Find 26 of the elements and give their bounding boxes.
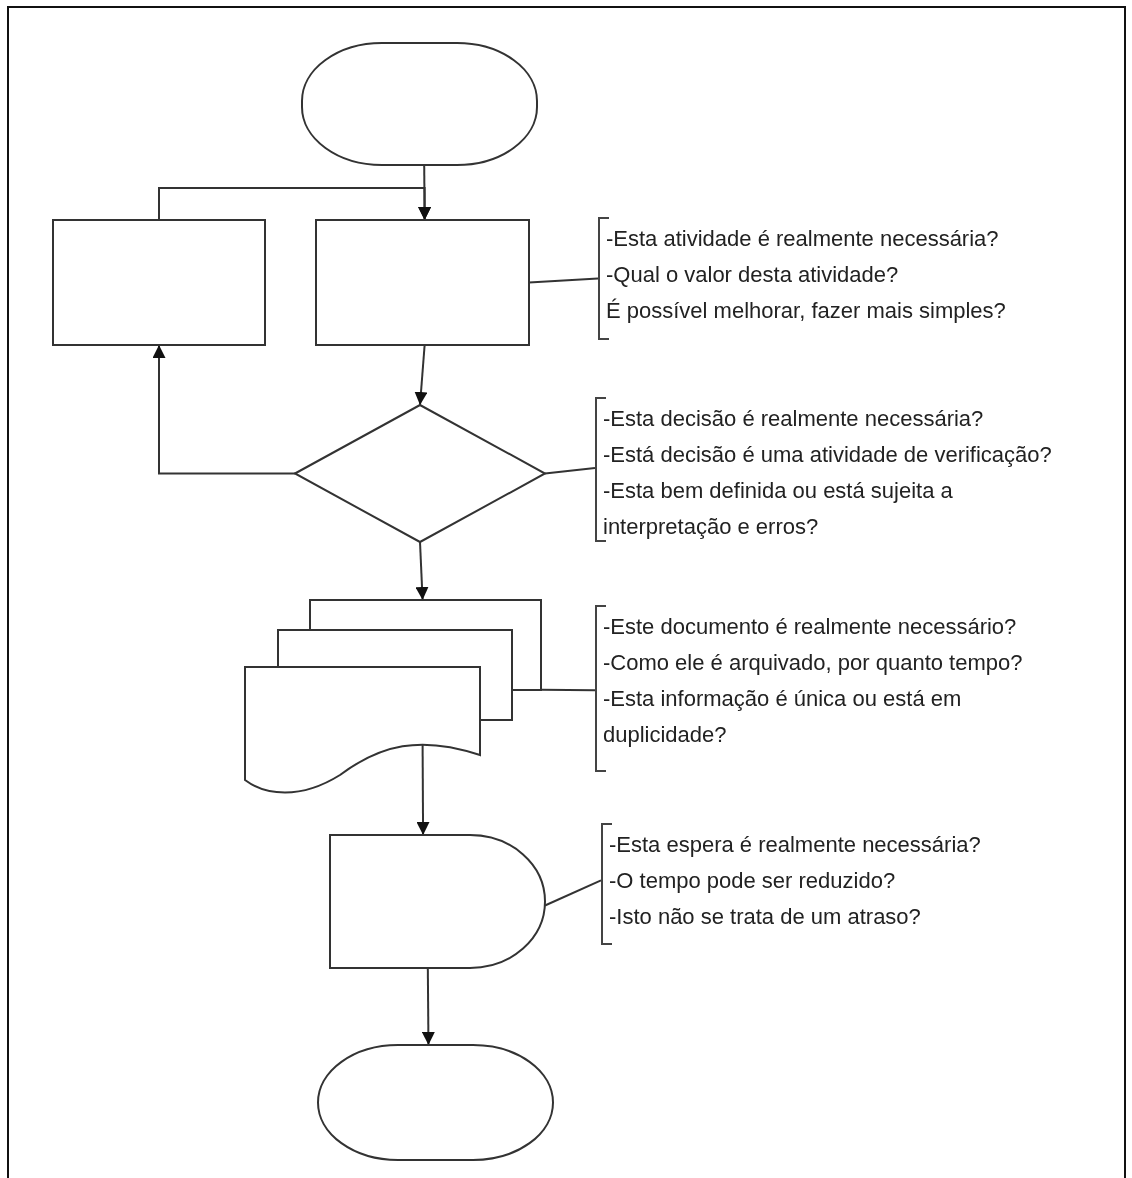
question-text: -Como ele é arquivado, por quanto tempo? [603,649,1024,677]
arrow [158,187,432,221]
arrow [415,541,429,601]
question-text: É possível melhorar, fazer mais simples? [606,297,1007,325]
leader-line [540,688,596,692]
process-box [315,219,530,346]
decision-diamond [292,403,548,544]
question-text: -Esta atividade é realmente necessária? [606,225,1000,253]
arrow [414,344,428,406]
document-stack [244,599,542,794]
question-text: -Qual o valor desta atividade? [606,261,900,289]
process-box [52,219,266,346]
question-text: -Esta informação é única ou está em duplicidade? [603,685,963,749]
question-text: -Esta decisão é realmente necessária? [603,405,985,433]
question-text: -Está decisão é uma atividade de verificação? [603,441,1053,469]
question-text: -Isto não se trata de um atraso? [609,903,922,931]
leader-line [544,467,596,475]
question-text: -Esta espera é realmente necessária? [609,831,982,859]
arrow [152,344,296,475]
leader-line [544,879,602,907]
question-text: -O tempo pode ser reduzido? [609,867,897,895]
arrow [416,744,430,836]
delay-shape [329,834,546,969]
arrow [421,967,435,1046]
question-text: -Esta bem definida ou está sujeita a interpretação e erros? [603,477,954,541]
question-text: -Este documento é realmente necessário? [603,613,1018,641]
